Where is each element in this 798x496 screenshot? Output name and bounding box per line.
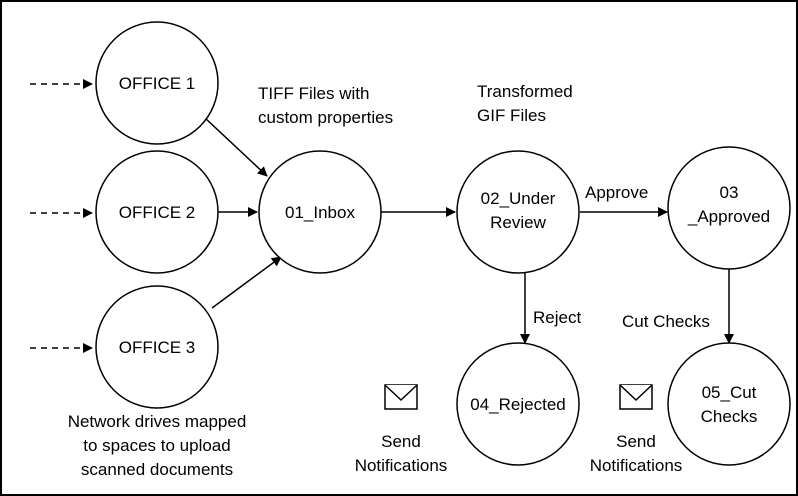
node-approved-line1: 03 xyxy=(720,183,739,202)
node-cut-checks[interactable]: 05_Cut Checks xyxy=(667,342,791,466)
node-approved-line2: _Approved xyxy=(687,207,770,226)
node-under-review[interactable]: 02_Under Review xyxy=(456,150,580,274)
node-rejected-label: 04_Rejected xyxy=(470,395,565,414)
node-office3-label: OFFICE 3 xyxy=(119,338,196,357)
node-office1-label: OFFICE 1 xyxy=(119,74,196,93)
edge-label-approve: Approve xyxy=(585,183,648,202)
envelope-icon xyxy=(384,384,418,410)
node-office2-label: OFFICE 2 xyxy=(119,203,196,222)
node-inbox[interactable]: 01_Inbox xyxy=(258,150,382,274)
node-office3[interactable]: OFFICE 3 xyxy=(95,285,219,409)
annotation-notify-left-line2: Notifications xyxy=(355,456,448,475)
node-approved[interactable]: 03 _Approved xyxy=(667,146,791,270)
node-inbox-label: 01_Inbox xyxy=(285,203,355,222)
node-under-review-line2: Review xyxy=(490,213,546,232)
edge-office3-inbox xyxy=(211,256,282,309)
node-cut-checks-line1: 05_Cut xyxy=(702,383,757,402)
annotation-tiff-line2: custom properties xyxy=(258,108,393,127)
node-cut-checks-line2: Checks xyxy=(701,407,758,426)
node-under-review-line1: 02_Under xyxy=(481,189,556,208)
annotation-network-line3: scanned documents xyxy=(81,460,233,479)
annotation-notify-right-line2: Notifications xyxy=(590,456,683,475)
annotation-network-line2: to spaces to upload xyxy=(83,436,230,455)
annotation-notify-left-line1: Send xyxy=(381,432,421,451)
node-office1[interactable]: OFFICE 1 xyxy=(95,21,219,145)
node-rejected[interactable]: 04_Rejected xyxy=(456,342,580,466)
annotation-gif-line2: GIF Files xyxy=(477,106,546,125)
annotation-network-line1: Network drives mapped xyxy=(68,412,247,431)
edge-label-reject: Reject xyxy=(533,308,581,327)
annotation-notify-right-line1: Send xyxy=(616,432,656,451)
edge-label-cut-checks: Cut Checks xyxy=(622,312,710,331)
annotation-gif-line1: Transformed xyxy=(477,82,573,101)
edge-office1-inbox xyxy=(203,116,268,177)
annotation-tiff-line1: TIFF Files with xyxy=(258,84,369,103)
envelope-icon xyxy=(619,384,653,410)
node-office2[interactable]: OFFICE 2 xyxy=(95,150,219,274)
